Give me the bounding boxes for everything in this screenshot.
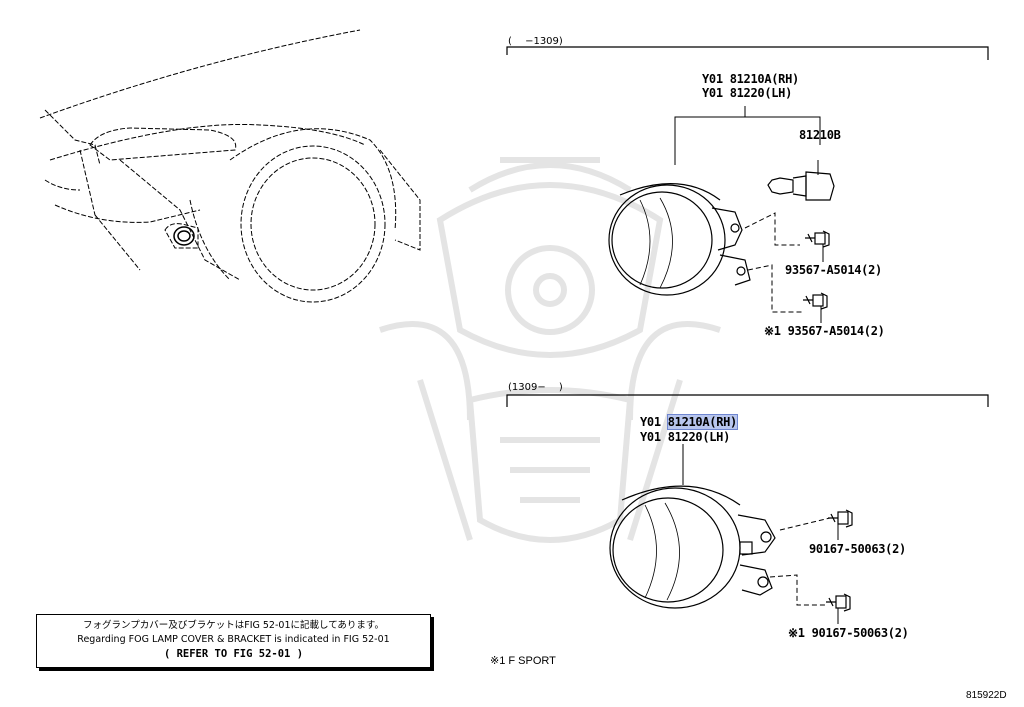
- leader-lines-bottom: [682, 444, 839, 624]
- note-english: Regarding FOG LAMP COVER & BRACKET is in…: [77, 634, 390, 645]
- note-japanese: フォグランプカバー及びブラケットはFIG 52-01に記載してあります。: [83, 620, 384, 631]
- car-front-illustration: [39, 29, 421, 303]
- part-number-highlight[interactable]: 81210A(RH): [666, 414, 738, 430]
- screw-sport-icon: [803, 292, 828, 310]
- part-number-bolt[interactable]: 90167-50063(2): [809, 542, 906, 556]
- date-range-bottom: (1309− ): [508, 382, 563, 393]
- fog-lamp-bottom-illustration: [609, 485, 776, 609]
- screw-icon: [805, 230, 830, 248]
- part-number-lh-bottom[interactable]: Y01 81220(LH): [640, 430, 731, 444]
- watermark-helmet-icon: [379, 157, 721, 543]
- part-prefix: Y01: [640, 415, 661, 429]
- section-bracket-top: [506, 46, 989, 60]
- fog-lamp-location-icon: [173, 226, 195, 246]
- date-range-top: ( −1309): [508, 36, 563, 47]
- part-number-rh-bottom[interactable]: Y01 81210A(RH): [640, 414, 738, 430]
- part-number-lh-top[interactable]: Y01 81220(LH): [702, 86, 793, 100]
- footnote-f-sport: ※1 F SPORT: [490, 655, 556, 667]
- fog-lamp-top-illustration: [608, 183, 751, 296]
- note-refer-link[interactable]: ( REFER TO FIG 52-01 ): [163, 648, 304, 660]
- part-number-bulb[interactable]: 81210B: [799, 128, 841, 142]
- reference-note-box: フォグランプカバー及びブラケットはFIG 52-01に記載してあります。 Reg…: [36, 614, 431, 668]
- part-number-rh-top[interactable]: Y01 81210A(RH): [702, 72, 799, 86]
- bulb-illustration: [767, 171, 835, 201]
- part-number-screw[interactable]: 93567-A5014(2): [785, 263, 882, 277]
- bolt-sport-icon: [826, 593, 851, 612]
- figure-id: 815922D: [966, 690, 1007, 701]
- bolt-icon: [828, 509, 853, 528]
- part-number-screw-sport[interactable]: ※1 93567-A5014(2): [764, 324, 885, 338]
- part-number-bolt-sport[interactable]: ※1 90167-50063(2): [788, 626, 909, 640]
- section-bracket-bottom: [506, 394, 989, 407]
